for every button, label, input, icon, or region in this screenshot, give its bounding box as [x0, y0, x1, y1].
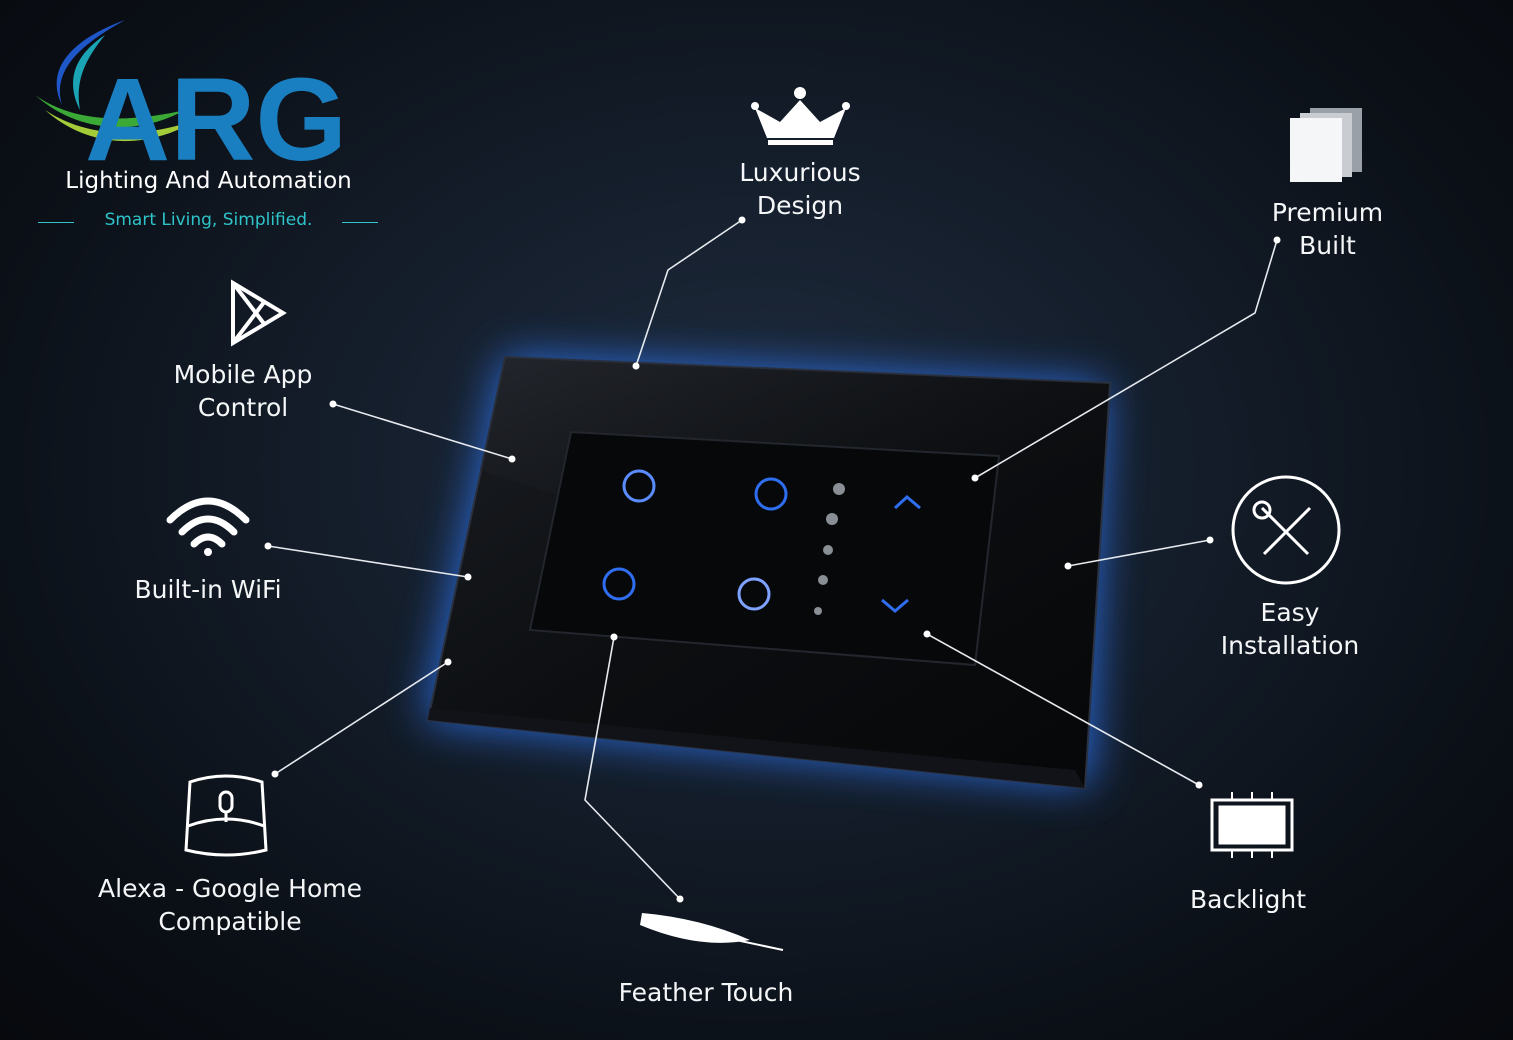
- chevron-up-icon[interactable]: [893, 495, 921, 510]
- label-mobile-app-control: Mobile App Control: [173, 360, 313, 422]
- touch-area: [528, 430, 1001, 667]
- label-feather-touch: Feather Touch: [618, 978, 794, 1007]
- backlight-chip-icon: [1210, 792, 1294, 858]
- wifi-icon: [166, 497, 250, 556]
- touch-button-2[interactable]: [754, 477, 788, 511]
- sparkle-points: [264, 216, 1281, 903]
- panel-bevel: [428, 708, 1085, 788]
- layers-icon: [1290, 108, 1362, 182]
- label-built-in-wifi: Built-in WiFi: [134, 575, 282, 604]
- label-easy-installation: Easy Installation: [1220, 598, 1360, 660]
- logo-text: ARG: [85, 54, 347, 186]
- label-luxurious-design: Luxurious Design: [739, 158, 861, 220]
- smart-speaker-icon: [184, 774, 268, 857]
- crown-icon: [751, 87, 850, 145]
- tools-icon: [1231, 475, 1341, 585]
- tagline-rule-left: [38, 222, 74, 223]
- callout-lines: [267, 219, 1278, 900]
- brand-tagline: Smart Living, Simplified.: [104, 210, 313, 230]
- tagline-rule-right: [342, 222, 378, 223]
- touch-button-1[interactable]: [622, 469, 656, 503]
- play-store-icon: [231, 279, 287, 347]
- feather-icon: [640, 913, 784, 951]
- dimmer-dots: [814, 483, 845, 615]
- brand-logo: ARG: [35, 20, 347, 186]
- label-premium-built: Premium Built: [1271, 198, 1384, 260]
- touch-button-4[interactable]: [737, 577, 771, 611]
- label-backlight: Backlight: [1189, 885, 1307, 914]
- brand-subtitle: Lighting And Automation: [65, 168, 352, 194]
- touch-button-3[interactable]: [602, 567, 636, 601]
- label-alexa-google: Alexa - Google Home Compatible: [98, 874, 362, 936]
- chevron-down-icon[interactable]: [881, 598, 909, 613]
